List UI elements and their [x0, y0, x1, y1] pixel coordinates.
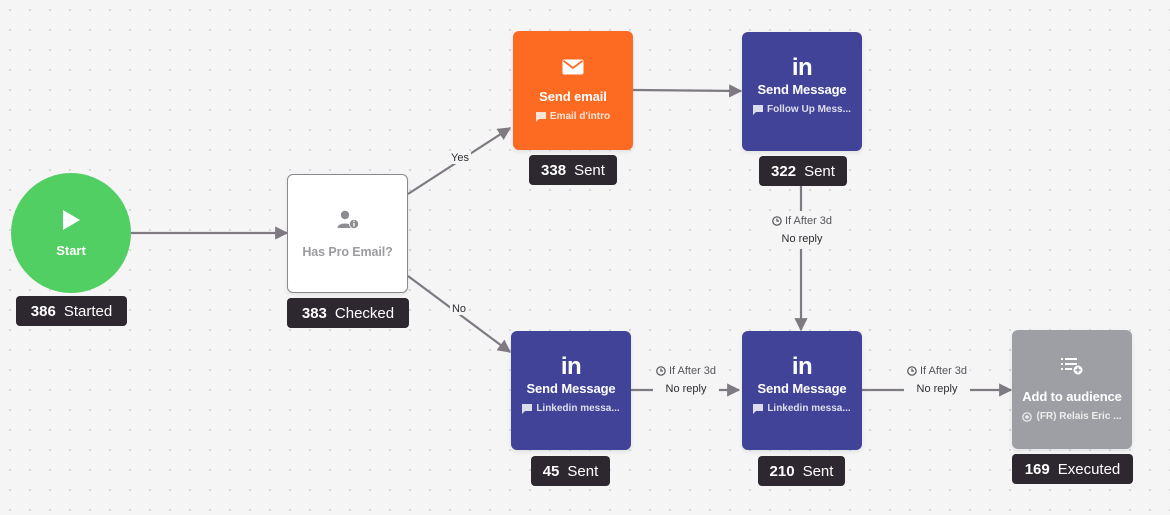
delay-condition-1: If After 3d No reply	[652, 361, 720, 399]
node-subtitle-text: Linkedin messa...	[767, 403, 851, 414]
stat-count: 386	[30, 302, 56, 320]
comment-icon	[753, 403, 764, 414]
edge-label-yes: Yes	[449, 152, 471, 164]
user-info-icon	[336, 209, 360, 231]
node-title: Add to audience	[1022, 389, 1122, 404]
condition-node[interactable]: Has Pro Email?	[287, 174, 408, 293]
delay-result-text: No reply	[781, 233, 823, 245]
play-icon	[63, 209, 80, 230]
delay-condition-vertical: If After 3d No reply	[768, 211, 836, 249]
linkedin-message-2-stat: 210 Sent	[758, 456, 845, 486]
linkedin-message-1-node[interactable]: in Send Message Linkedin messa...	[511, 331, 631, 450]
stat-count: 45	[542, 462, 560, 480]
stat-count: 322	[771, 162, 797, 180]
follow-up-stat: 322 Sent	[759, 156, 847, 186]
delay-condition-2: If After 3d No reply	[903, 361, 971, 399]
linkedin-message-1-stat: 45 Sent	[531, 456, 610, 486]
delay-condition-text: If After 3d	[919, 365, 968, 377]
node-title: Send email	[539, 89, 607, 104]
follow-up-node[interactable]: in Send Message Follow Up Mess...	[742, 32, 862, 151]
list-add-icon	[1061, 357, 1083, 375]
comment-icon	[535, 111, 546, 122]
send-email-stat: 338 Sent	[529, 155, 617, 185]
node-subtitle-text: (FR) Relais Eric ...	[1036, 411, 1122, 422]
condition-stat: 383 Checked	[287, 298, 409, 328]
stat-label: Executed	[1057, 460, 1121, 478]
start-label: Start	[56, 242, 86, 258]
node-title: Send Message	[526, 381, 616, 396]
node-subtitle-text: Follow Up Mess...	[767, 104, 851, 115]
start-stat: 386 Started	[16, 296, 127, 326]
node-subtitle: Linkedin messa...	[753, 403, 851, 414]
add-to-audience-stat: 169 Executed	[1012, 454, 1133, 484]
delay-condition-text: If After 3d	[784, 215, 833, 227]
node-subtitle-text: Email d'intro	[549, 111, 611, 122]
stat-label: Started	[63, 302, 113, 320]
linkedin-message-2-node[interactable]: in Send Message Linkedin messa...	[742, 331, 862, 450]
node-title: Send Message	[757, 381, 847, 396]
condition-label: Has Pro Email?	[302, 244, 393, 259]
comment-icon	[522, 403, 533, 414]
stat-label: Sent	[804, 162, 835, 180]
mail-icon	[562, 59, 584, 75]
comment-icon	[753, 104, 764, 115]
audience-icon	[1022, 411, 1033, 422]
stat-count: 383	[301, 304, 327, 322]
stat-label: Sent	[802, 462, 834, 480]
node-subtitle: (FR) Relais Eric ...	[1022, 411, 1122, 422]
stat-count: 169	[1024, 460, 1050, 478]
delay-result-text: No reply	[665, 383, 707, 395]
node-subtitle: Follow Up Mess...	[753, 104, 851, 115]
edge-email-to-followup	[632, 84, 743, 98]
clock-icon	[772, 216, 782, 226]
stat-label: Sent	[574, 161, 605, 179]
node-subtitle: Email d'intro	[535, 111, 611, 122]
start-node[interactable]: Start	[11, 173, 131, 293]
node-subtitle: Linkedin messa...	[522, 403, 620, 414]
clock-icon	[656, 366, 666, 376]
node-title: Send Message	[757, 82, 847, 97]
send-email-node[interactable]: Send email Email d'intro	[513, 31, 633, 150]
delay-result-text: No reply	[916, 383, 958, 395]
edge-label-no: No	[449, 303, 469, 315]
add-to-audience-node[interactable]: Add to audience (FR) Relais Eric ...	[1012, 330, 1132, 449]
node-subtitle-text: Linkedin messa...	[536, 403, 620, 414]
stat-label: Checked	[334, 304, 395, 322]
clock-icon	[907, 366, 917, 376]
stat-label: Sent	[567, 462, 599, 480]
delay-condition-text: If After 3d	[668, 365, 717, 377]
stat-count: 210	[769, 462, 795, 480]
stat-count: 338	[541, 161, 567, 179]
